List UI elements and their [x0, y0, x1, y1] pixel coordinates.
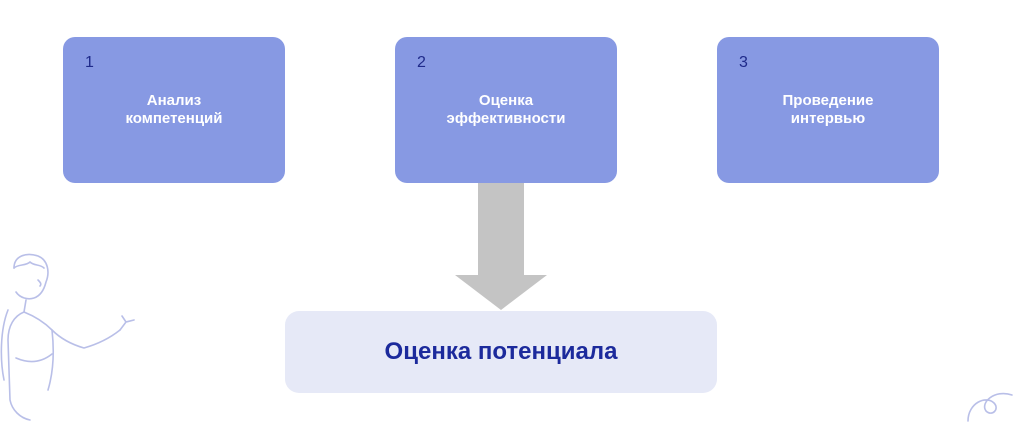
- step-label-1: Анализ компетенций: [125, 92, 223, 127]
- step-number-2: 2: [417, 54, 426, 71]
- swirl-decoration: [967, 392, 1013, 422]
- down-arrow-icon: [455, 183, 547, 310]
- step-box-2: 2 Оценка эффективности: [395, 37, 617, 183]
- step-number-3: 3: [739, 54, 748, 71]
- result-label: Оценка потенциала: [384, 338, 618, 365]
- step-box-3: 3 Проведение интервью: [717, 37, 939, 183]
- step-label-2: Оценка эффективности: [446, 92, 566, 127]
- step-box-1: 1 Анализ компетенций: [63, 37, 285, 183]
- person-pointing-illustration: [0, 253, 135, 421]
- step-label-3: Проведение интервью: [782, 92, 874, 127]
- result-box: Оценка потенциала: [285, 311, 717, 393]
- step-number-1: 1: [85, 54, 94, 71]
